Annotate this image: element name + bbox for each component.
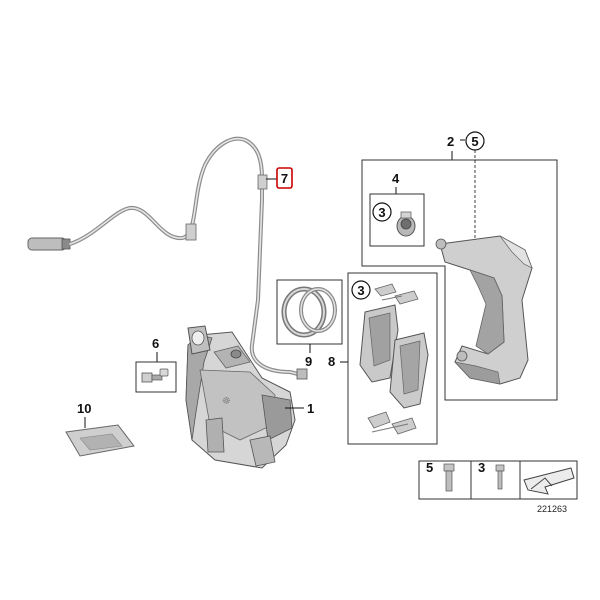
guide-bolt[interactable] xyxy=(141,368,169,383)
callout-10[interactable]: 10 xyxy=(77,401,91,416)
callout-6[interactable]: 6 xyxy=(152,336,159,351)
callout-7[interactable]: 7 xyxy=(281,171,288,186)
part-2-box xyxy=(361,159,558,401)
callout-7-highlight xyxy=(276,167,293,189)
callout-9[interactable]: 9 xyxy=(305,354,312,369)
callout-3-pads-circle xyxy=(351,280,371,300)
carrier-bolt[interactable] xyxy=(443,463,455,492)
brake-pad-inner[interactable] xyxy=(359,304,399,383)
anti-rattle-clip-top[interactable] xyxy=(374,283,419,305)
callout-3-pads[interactable]: 3 xyxy=(357,283,364,298)
callout-3-legend[interactable]: 3 xyxy=(478,460,485,475)
brake-caliper[interactable]: ☸ xyxy=(185,325,296,469)
callout-5-legend[interactable]: 5 xyxy=(426,460,433,475)
callout-1[interactable]: 1 xyxy=(307,401,314,416)
wear-sensor-cable[interactable] xyxy=(27,136,308,380)
piston-seal-kit[interactable] xyxy=(281,286,337,338)
repair-kit-bag[interactable] xyxy=(65,424,135,457)
callout-2[interactable]: 2 xyxy=(447,134,454,149)
anti-rattle-clip-bottom[interactable] xyxy=(367,411,417,435)
callout-8[interactable]: 8 xyxy=(328,354,335,369)
callout-3-kit[interactable]: 3 xyxy=(378,205,385,220)
callout-4[interactable]: 4 xyxy=(392,171,400,186)
brake-pad-outer[interactable] xyxy=(389,332,429,409)
orientation-arrow-icon xyxy=(523,467,575,495)
guide-pin-bolt[interactable] xyxy=(495,464,505,490)
caliper-carrier-bracket[interactable] xyxy=(435,235,533,385)
bush-sleeve[interactable] xyxy=(396,211,416,237)
svg-text:☸: ☸ xyxy=(222,396,231,407)
callout-5-carrier[interactable]: 5 xyxy=(471,134,478,149)
diagram-code: 221263 xyxy=(537,504,567,514)
callout-3-kit-circle xyxy=(372,202,392,222)
